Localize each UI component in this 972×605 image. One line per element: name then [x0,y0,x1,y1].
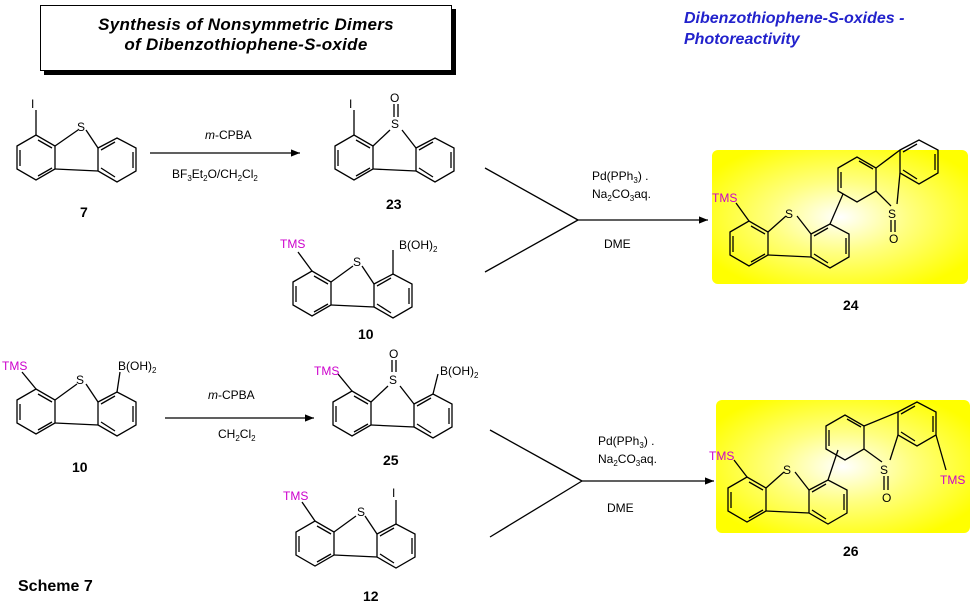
atom-TMS-25: TMS [314,364,339,378]
base-1: Na2CO3aq. [592,187,651,203]
atom-I-7: I [31,97,34,111]
compound-label-24: 24 [843,297,859,313]
atom-O-23: O [390,91,399,105]
atom-S-10-upper: S [353,255,361,269]
atom-TMS-10-lower: TMS [2,359,27,373]
solvent-dme-1: DME [604,237,631,251]
atom-S-26-upper: S [880,463,888,477]
compound-label-12: 12 [363,588,379,604]
compound-label-25: 25 [383,452,399,468]
atom-TMS-24: TMS [712,191,737,205]
reagent-mcpba-2: m-CPBA [208,388,255,402]
solvent-dme-2: DME [607,501,634,515]
molecule-10-lower [16,371,137,437]
atom-TMS-26-left: TMS [709,449,734,463]
solvent-2: CH2Cl2 [218,427,256,443]
compound-label-23: 23 [386,196,402,212]
atom-S-7: S [77,120,85,134]
atom-S-24-lower: S [785,207,793,221]
atom-O-25: O [389,347,398,361]
reagent-mcpba-1: m-CPBA [205,128,252,142]
atom-TMS-10-upper: TMS [280,237,305,251]
highlight-26 [716,400,970,533]
molecule-7 [16,110,137,183]
title-line-1: Synthesis of Nonsymmetric Dimers [98,15,394,34]
compound-label-10-upper: 10 [358,326,374,342]
title-line-2: of Dibenzothiophene-S-oxide [124,35,368,54]
molecule-24 [729,139,939,269]
converge-line-top-1 [484,167,579,221]
atom-I-23: I [349,97,352,111]
header-line-2: Photoreactivity [684,31,800,48]
atom-BOH2-10-lower: B(OH)2 [118,359,157,375]
header-title: Dibenzothiophene-S-oxides - Photoreactiv… [684,8,969,50]
converge-line-top-2 [489,429,583,482]
atom-TMS-26-right: TMS [940,473,965,487]
atom-O-24: O [889,232,898,246]
atom-S-10-lower: S [76,373,84,387]
atom-I-12: I [392,486,395,500]
title-box: Synthesis of Nonsymmetric Dimers of Dibe… [40,5,452,71]
highlight-24 [712,150,968,284]
molecule-23 [334,104,455,183]
atom-S-24-upper: S [888,207,896,221]
solvent-1: BF3Et2O/CH2Cl2 [172,167,258,183]
compound-label-7: 7 [80,204,88,220]
catalyst-2: Pd(PPh3) . [598,434,654,450]
molecule-12 [295,500,416,569]
atom-S-25: S [389,373,397,387]
molecule-25 [332,360,453,439]
atom-BOH2-10-upper: B(OH)2 [399,238,438,254]
atom-O-26: O [882,491,891,505]
compound-label-10-lower: 10 [72,459,88,475]
compound-label-26: 26 [843,543,859,559]
atom-S-23: S [391,117,399,131]
converge-line-bottom-1 [484,219,579,273]
molecule-10-upper [292,250,413,319]
molecule-26 [727,401,947,525]
base-2: Na2CO3aq. [598,452,657,468]
converge-line-bottom-2 [489,480,583,538]
header-line-1: Dibenzothiophene-S-oxides - [684,10,905,27]
atom-TMS-12: TMS [283,489,308,503]
atom-S-12: S [357,505,365,519]
catalyst-1: Pd(PPh3) . [592,169,648,185]
scheme-label: Scheme 7 [18,578,93,595]
atom-BOH2-25: B(OH)2 [440,364,479,380]
atom-S-26-lower: S [783,463,791,477]
